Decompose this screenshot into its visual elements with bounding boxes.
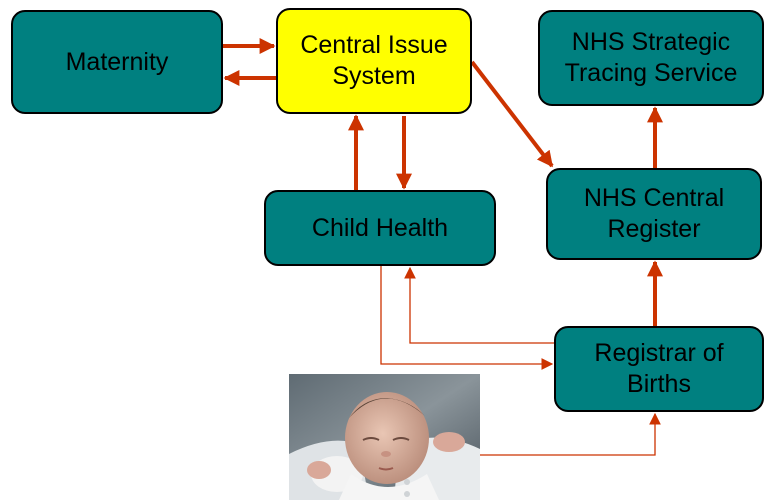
registrar-of-births-node: Registrar of Births [554, 326, 764, 412]
arrow-cis-to-ncr [470, 60, 554, 168]
arrow-reg-to-childhealth [404, 266, 554, 344]
arrow-baby-to-reg [480, 412, 661, 456]
registrar-of-births-label-line1: Registrar of [594, 339, 724, 367]
newborn-baby-photo [289, 374, 480, 500]
central-issue-system-label-line2: System [332, 62, 416, 90]
arrow-childhealth-to-reg [380, 266, 554, 370]
child-health-node: Child Health [264, 190, 496, 266]
nhs-strategic-tracing-service-label-line2: Tracing Service [564, 59, 738, 87]
nhs-central-register-node: NHS Central Register [546, 168, 762, 260]
nhs-strategic-tracing-service-node: NHS Strategic Tracing Service [538, 10, 764, 106]
central-issue-system-label-line1: Central Issue [300, 31, 448, 59]
nhs-central-register-label-line1: NHS Central [583, 184, 725, 212]
central-issue-system-node: Central Issue System [276, 8, 472, 114]
registrar-of-births-label-line2: Births [627, 370, 691, 398]
maternity-label: Maternity [65, 47, 169, 76]
nhs-strategic-tracing-service-label-line1: NHS Strategic [571, 28, 731, 56]
maternity-node: Maternity [11, 10, 223, 114]
nhs-central-register-label-line2: Register [607, 215, 701, 243]
child-health-label: Child Health [311, 213, 449, 242]
